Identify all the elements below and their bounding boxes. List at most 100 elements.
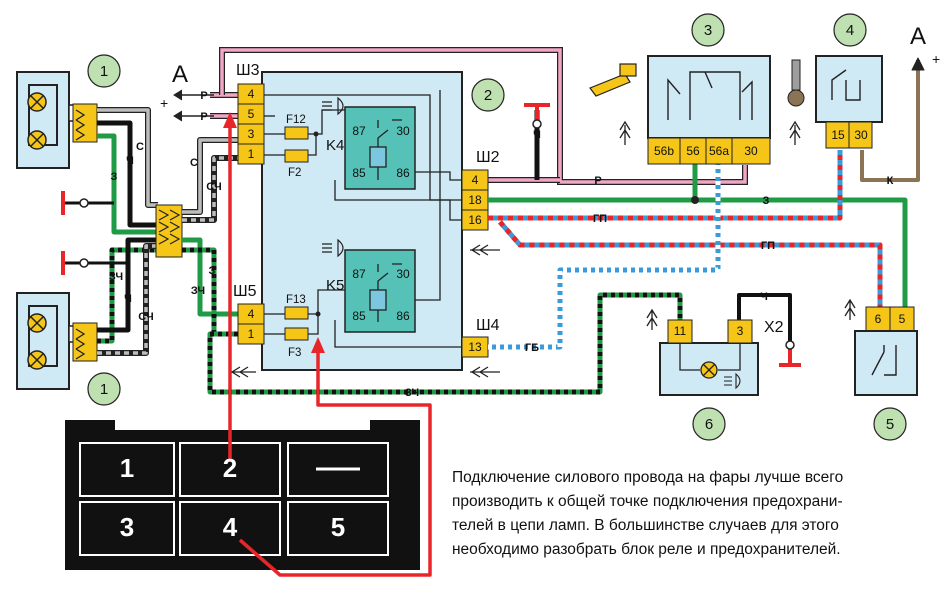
block-cell-5: 5 (331, 512, 345, 542)
k5-pin-30: 30 (396, 267, 410, 281)
pin-sh3-3: 3 (248, 127, 255, 141)
wire-z-main: З (763, 195, 770, 207)
k4-pin-30: 30 (396, 124, 410, 138)
note-line-2: производить к общей точке подключения пр… (452, 493, 843, 510)
left-harness (65, 107, 158, 356)
k4-pin-85: 85 (352, 166, 366, 180)
pin-sh3-1: 4 (248, 87, 255, 101)
note-line-1: Подключение силового провода на фары луч… (452, 469, 844, 486)
relay-k4-name: K4 (326, 137, 344, 154)
k4-pin-87: 87 (352, 124, 366, 138)
pin-sh3-2: 5 (248, 107, 255, 121)
headlamp-top (16, 71, 98, 169)
flow-arrows (230, 120, 856, 378)
pin-sw3-4: 30 (744, 144, 758, 158)
wire-sch2: СЧ (138, 311, 153, 323)
wire-z2: З (209, 265, 216, 277)
arrow-a-right: A (910, 23, 926, 50)
pin-sw4-2: 30 (854, 128, 868, 142)
pin-lamp6-1: 11 (674, 324, 687, 338)
pin-sh5-1: 4 (248, 307, 255, 321)
label-component-2: 2 (484, 87, 492, 104)
fuse-f2: F2 (288, 167, 301, 179)
pin-sh4-1: 13 (468, 340, 482, 354)
wire-r1: Р (200, 90, 207, 102)
label-component-1b: 1 (100, 381, 108, 398)
relay-5 (854, 306, 918, 396)
arrow-up-2 (311, 337, 325, 353)
pin-sh5-2: 1 (248, 327, 255, 341)
wire-s2: С (190, 157, 198, 169)
wire-gp2: ГП (761, 240, 775, 252)
fuse-relay-block (237, 71, 489, 371)
pin-sh2-1: 4 (472, 173, 479, 187)
pin-lamp6-2: 3 (737, 324, 744, 338)
wire-ch2: Ч (124, 293, 132, 305)
wire-ch-x2: Ч (760, 291, 768, 303)
key-icon (787, 59, 805, 107)
headlamp-bottom (16, 292, 98, 390)
connector-x2: X2 (764, 319, 784, 336)
indicator-lamp (659, 319, 759, 396)
pin-sw3-2: 56 (686, 144, 700, 158)
label-component-5: 5 (886, 416, 894, 433)
relay-k5-name: K5 (326, 277, 344, 294)
pin-sw4-1: 15 (831, 128, 845, 142)
pin-relay5-1: 6 (875, 312, 882, 326)
wire-gp1: ГП (593, 213, 607, 225)
pin-sh3-4: 1 (248, 147, 255, 161)
wire-ch1: Ч (126, 155, 134, 167)
k5-pin-85: 85 (352, 309, 366, 323)
connector-sh4: Ш4 (476, 317, 500, 334)
wire-zch-bottom: ЗЧ (405, 387, 419, 399)
central-connector (155, 204, 183, 258)
wire-k-main: К (887, 175, 894, 187)
wire-ch3: Ч (533, 129, 541, 141)
label-component-3: 3 (704, 22, 712, 39)
fuse-f13: F13 (286, 294, 306, 306)
fuse-f3: F3 (288, 347, 301, 359)
ground-bottom (61, 251, 89, 275)
light-switch (589, 55, 771, 165)
label-component-4: 4 (846, 22, 854, 39)
block-cell-4: 4 (223, 512, 238, 542)
pink-wires (173, 47, 748, 185)
k5-pin-87: 87 (352, 267, 366, 281)
power-wire (228, 120, 432, 577)
arrow-a-left: A (172, 61, 188, 88)
wire-s1: С (136, 141, 144, 153)
pin-sw3-1: 56b (654, 144, 674, 158)
wire-zch2: ЗЧ (109, 271, 123, 283)
wire-r-main: Р (594, 175, 601, 187)
marker-circle-2 (471, 78, 505, 112)
right-harness (207, 57, 925, 395)
wiring-note: Подключение силового провода на фары луч… (452, 466, 922, 562)
block-cell-2: 2 (223, 453, 237, 483)
ground-top-right (524, 103, 550, 129)
plus-right: + (932, 51, 940, 67)
k5-pin-86: 86 (396, 309, 410, 323)
note-line-4: необходимо разобрать блок реле и предохр… (452, 541, 841, 558)
ignition-switch (787, 55, 883, 149)
ground-top (61, 191, 89, 215)
pin-sh2-2: 18 (468, 193, 482, 207)
marker-circle-6 (692, 407, 726, 441)
fuse-f12: F12 (286, 114, 306, 126)
label-component-6: 6 (705, 416, 713, 433)
marker-circle-3 (691, 13, 725, 47)
marker-circle-5 (873, 407, 907, 441)
pin-relay5-2: 5 (899, 312, 906, 326)
plus-left: + (160, 95, 168, 111)
arrow-up-1 (223, 112, 237, 128)
wire-r2: Р (200, 111, 207, 123)
marker-circle-1a (87, 54, 121, 88)
block-cell-1: 1 (120, 453, 134, 483)
pin-sh2-3: 16 (468, 213, 482, 227)
wire-z1: З (111, 171, 118, 183)
marker-circle-4 (833, 13, 867, 47)
pin-sw3-3: 56a (709, 144, 729, 158)
connector-sh5: Ш5 (233, 283, 257, 300)
label-component-1a: 1 (100, 63, 108, 80)
k4-pin-86: 86 (396, 166, 410, 180)
